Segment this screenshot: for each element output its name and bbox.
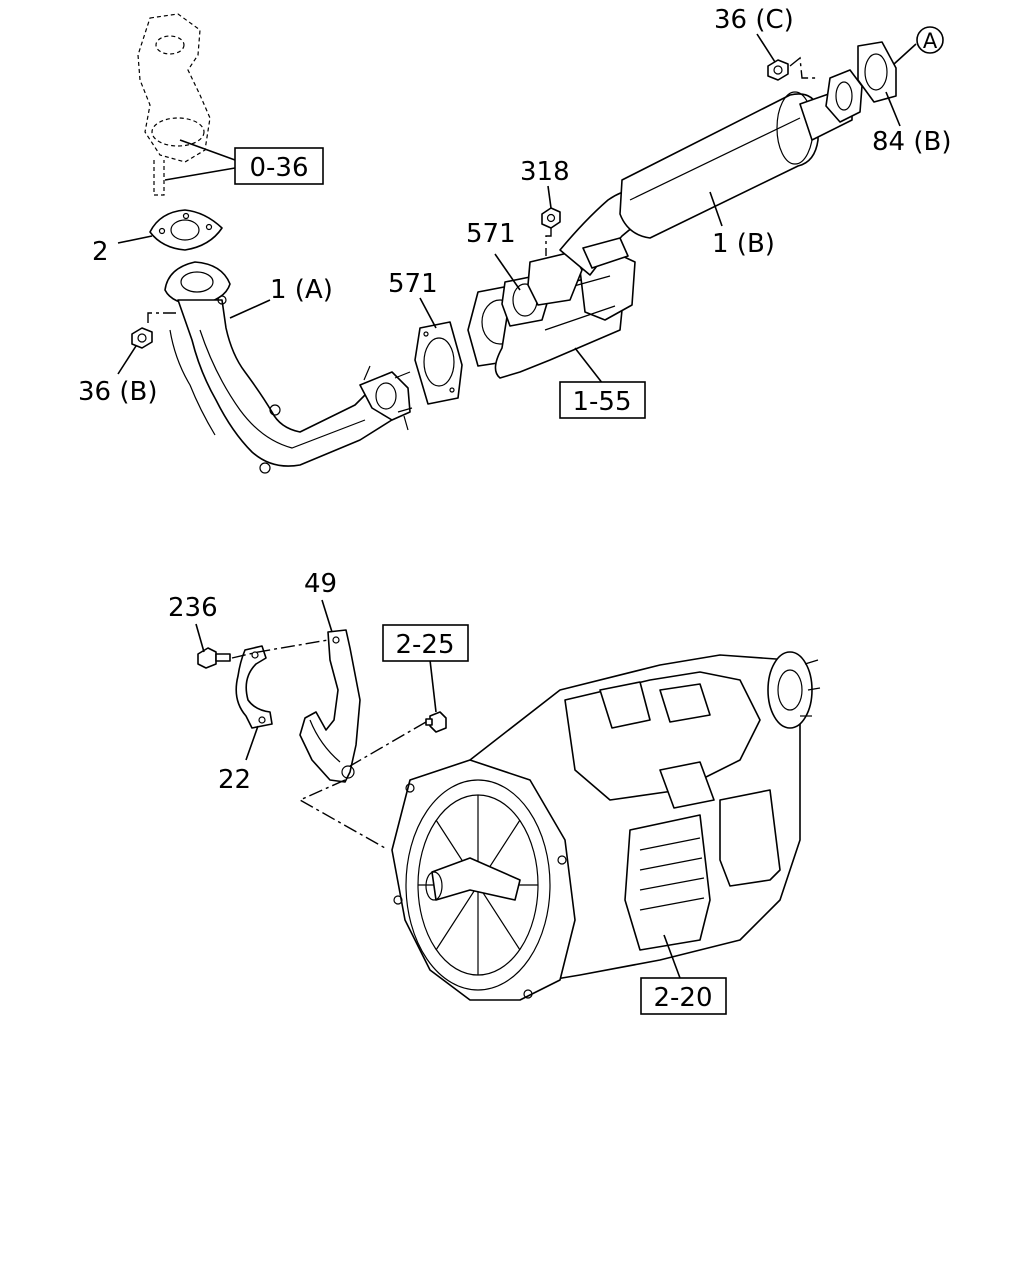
nut-36c bbox=[767, 59, 789, 81]
callout-571-mid: 571 bbox=[388, 269, 438, 299]
leader-lines bbox=[117, 33, 917, 979]
bolt-2-25 bbox=[425, 711, 447, 733]
transmission-assembly-2-20 bbox=[391, 651, 821, 1001]
callout-236: 236 bbox=[168, 593, 218, 623]
nut-318 bbox=[541, 207, 561, 229]
bolt-236 bbox=[197, 647, 231, 669]
callout-36b: 36 (B) bbox=[78, 377, 157, 407]
callout-2-20: 2-20 bbox=[653, 983, 712, 1013]
callout-49: 49 bbox=[304, 569, 337, 599]
exhaust-assembly-lines bbox=[147, 56, 818, 323]
front-exhaust-pipe-1a bbox=[164, 261, 413, 474]
callout-22: 22 bbox=[218, 765, 251, 795]
callout-1-55: 1-55 bbox=[572, 387, 631, 417]
reference-circle-label: A bbox=[923, 29, 938, 53]
callout-1a: 1 (A) bbox=[270, 275, 333, 305]
callout-labels: 36 (C) A 84 (B) 0-36 318 571 1 (B) 2 1 (… bbox=[78, 5, 951, 1015]
gasket-2 bbox=[149, 209, 223, 251]
silencer-pipe-1b bbox=[527, 69, 863, 306]
callout-36c: 36 (C) bbox=[714, 5, 794, 35]
gasket-571-mid bbox=[414, 321, 463, 405]
nut-36b bbox=[131, 327, 153, 349]
callout-84b: 84 (B) bbox=[872, 127, 951, 157]
callout-1b: 1 (B) bbox=[712, 229, 775, 259]
ref-box-2-20 bbox=[640, 977, 727, 1015]
bracket-22 bbox=[235, 645, 273, 729]
callout-318: 318 bbox=[520, 157, 570, 187]
callout-2: 2 bbox=[92, 237, 109, 267]
ref-box-2-25 bbox=[382, 624, 469, 662]
callout-2-25: 2-25 bbox=[395, 630, 454, 660]
callout-571-right: 571 bbox=[466, 219, 516, 249]
ref-box-0-36 bbox=[234, 147, 324, 185]
exhaust-manifold-ghost bbox=[137, 13, 211, 196]
gasket-84b bbox=[857, 41, 897, 103]
ref-box-1-55 bbox=[559, 381, 646, 419]
callout-0-36: 0-36 bbox=[249, 153, 308, 183]
transmission-assembly-lines bbox=[231, 639, 427, 849]
reference-circle bbox=[916, 26, 944, 54]
bracket-49 bbox=[299, 629, 361, 783]
